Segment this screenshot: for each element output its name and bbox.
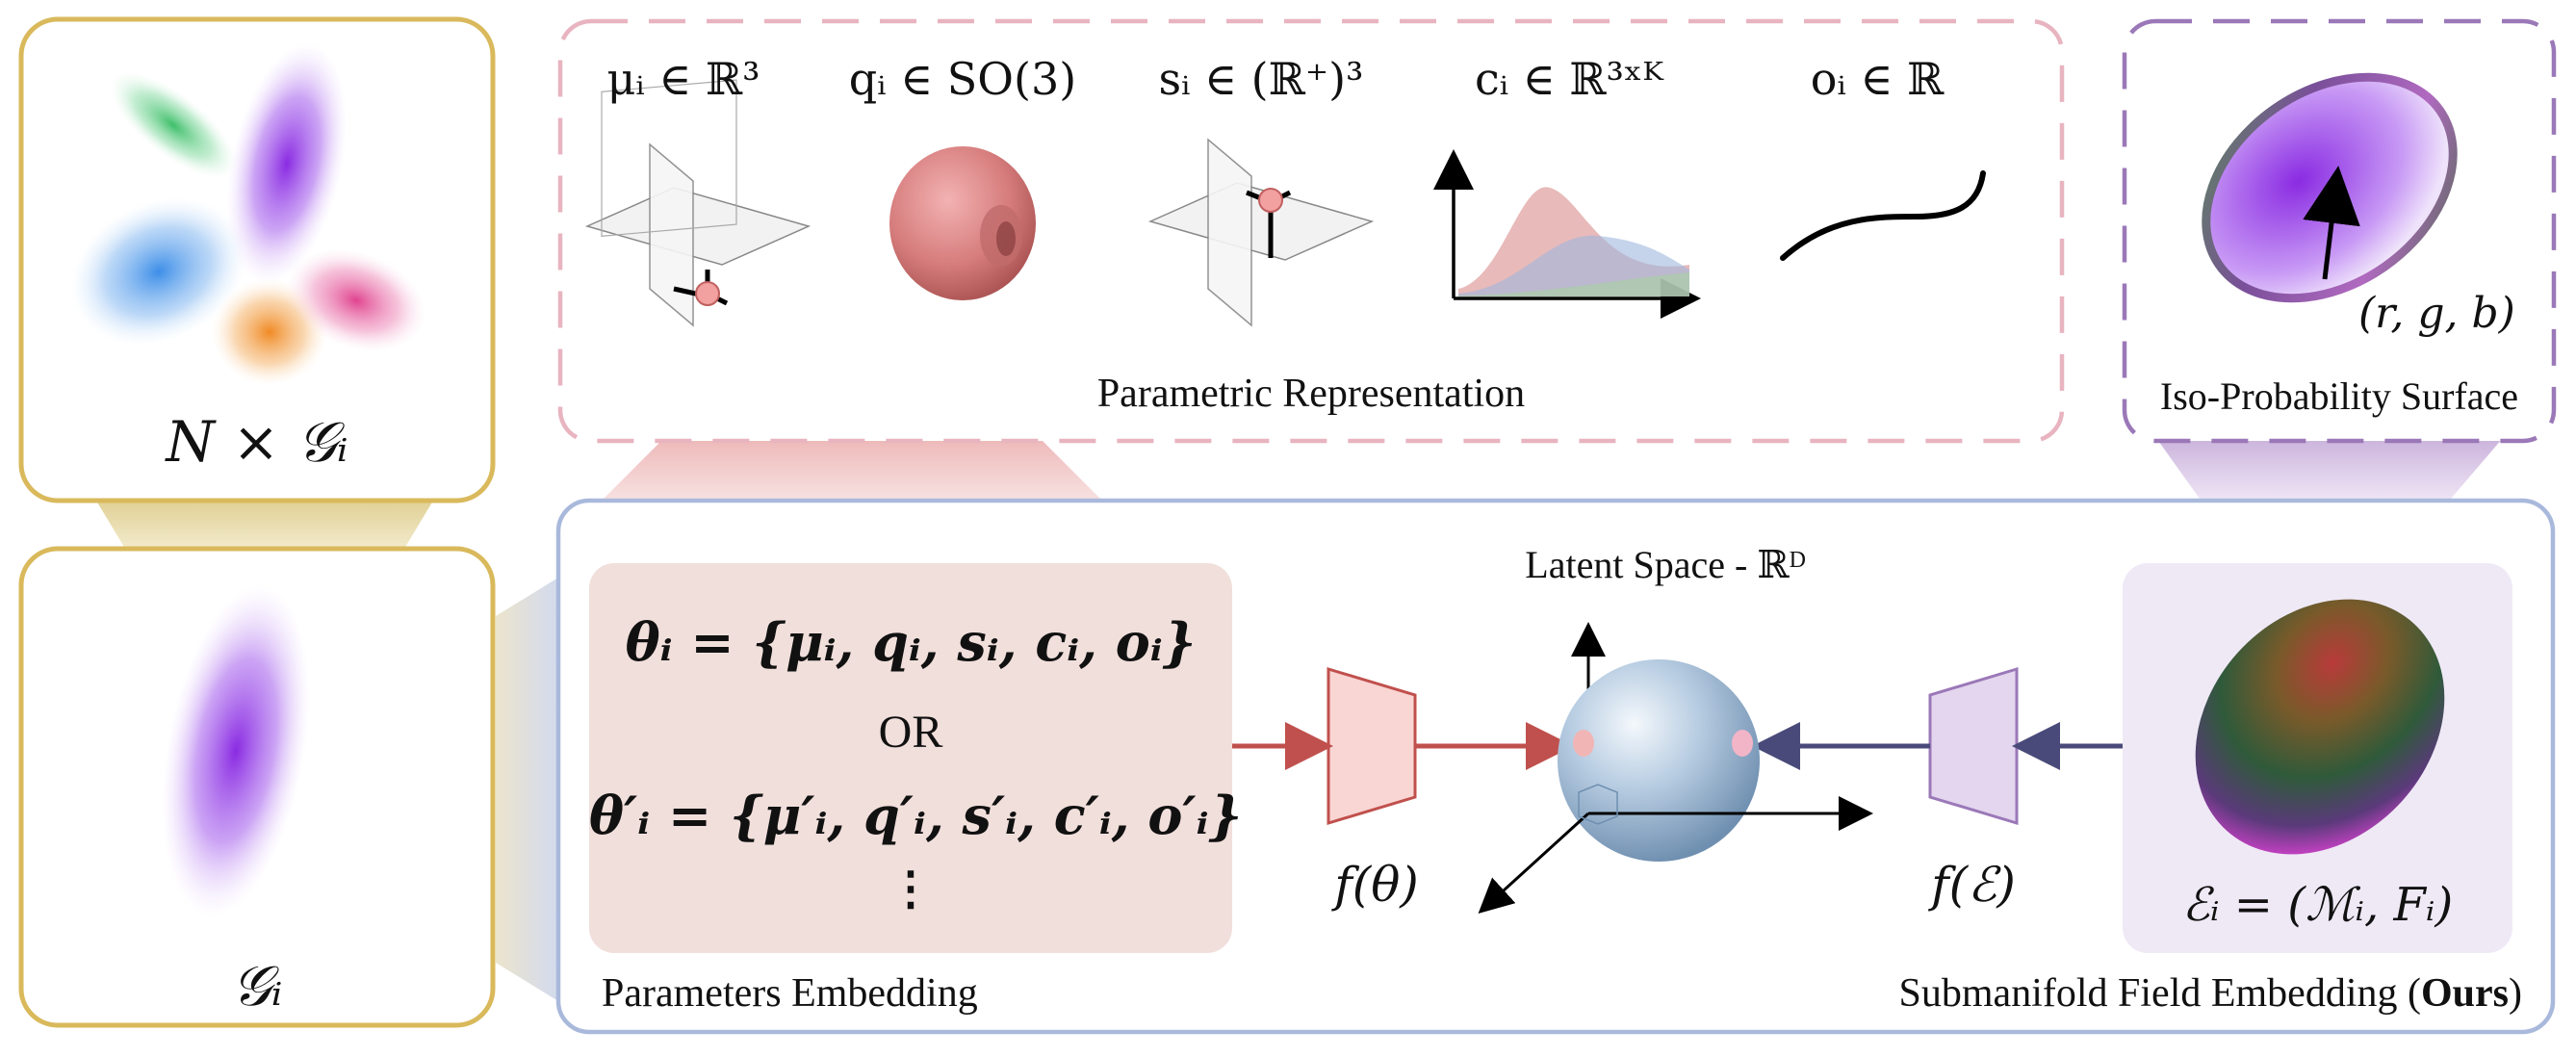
s-illustration	[1147, 138, 1375, 327]
encoder-field	[1928, 666, 2019, 826]
latent-space-label: Latent Space - ℝᴰ	[1525, 543, 1806, 586]
gaussian-set-label: N × 𝒢ᵢ	[166, 409, 348, 475]
field-embedding-label-end: )	[2509, 971, 2522, 1016]
mu-illustration	[584, 79, 811, 327]
gaussian-pink	[286, 248, 426, 352]
params-dots: ⋮	[888, 864, 934, 915]
param-q-symbol: qᵢ ∈ SO(3)	[848, 53, 1077, 105]
encoder-theta	[1327, 666, 1417, 826]
param-c-symbol: cᵢ ∈ ℝ³ˣᴷ	[1474, 53, 1664, 105]
param-o-symbol: oᵢ ∈ ℝ	[1810, 53, 1945, 105]
latent-sphere	[1478, 622, 1873, 915]
field-embedding-label-main: Submanifold Field Embedding (	[1898, 971, 2421, 1016]
params-eq-2: θ′ᵢ = {μ′ᵢ, q′ᵢ, s′ᵢ, c′ᵢ, o′ᵢ}	[589, 785, 1243, 846]
param-s-symbol: sᵢ ∈ (ℝ⁺)³	[1158, 53, 1364, 105]
gaussian-green	[109, 71, 238, 179]
connector-parametric	[597, 438, 1107, 505]
single-gaussian-label: 𝒢ᵢ	[231, 953, 283, 1018]
field-embedding-label: Submanifold Field Embedding (Ours)	[1810, 970, 2522, 1017]
connector-blue	[496, 578, 558, 1001]
connector-iso	[2156, 438, 2503, 505]
param-mu-symbol: μᵢ ∈ ℝ³	[606, 53, 760, 105]
gaussian-purple	[226, 42, 348, 285]
params-embedding-card	[589, 563, 1232, 953]
q-illustration	[889, 146, 1036, 300]
connector-gold	[96, 501, 433, 549]
o-illustration	[1780, 170, 1986, 261]
field-ellipsoid	[2195, 599, 2445, 855]
gaussian-single	[161, 584, 311, 917]
field-eq: ℰᵢ = (ℳᵢ, Fᵢ)	[2181, 878, 2454, 932]
rgb-label: (r, g, b)	[2358, 289, 2515, 338]
encoder-theta-label: f(θ)	[1334, 857, 1419, 913]
encoder-field-label: f(ℰ)	[1931, 857, 2016, 913]
params-eq-1: θᵢ = {μᵢ, qᵢ, sᵢ, cᵢ, oᵢ}	[625, 611, 1197, 673]
params-embedding-label: Parameters Embedding	[602, 971, 978, 1016]
c-illustration	[1433, 149, 1701, 319]
parametric-title: Parametric Representation	[1096, 372, 1526, 416]
field-embedding-label-ours: Ours	[2420, 971, 2509, 1016]
gaussian-blue	[70, 197, 247, 346]
iso-surface-title: Iso-Probability Surface	[2159, 374, 2519, 418]
params-or: OR	[878, 707, 943, 758]
